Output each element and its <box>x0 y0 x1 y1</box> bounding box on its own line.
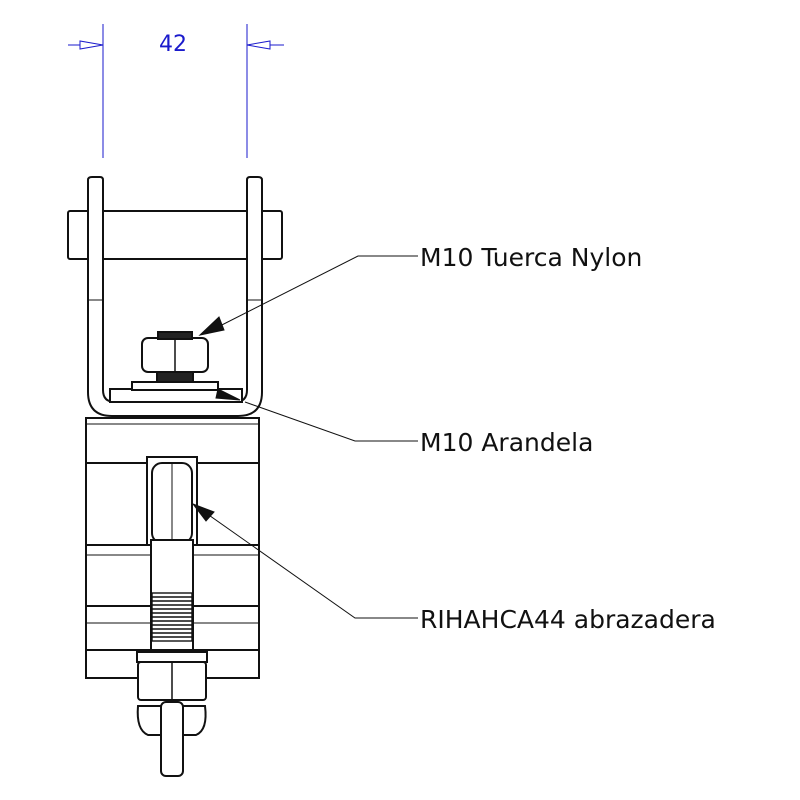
lower-washer <box>136 651 208 663</box>
washer-small <box>131 381 219 391</box>
leader-lines <box>191 255 418 619</box>
callout-nylon-nut: M10 Tuerca Nylon <box>420 243 643 272</box>
t-bolt-end <box>160 701 184 777</box>
callout-clamp: RIHAHCA44 abrazadera <box>420 605 716 634</box>
dimension-lines <box>68 24 284 158</box>
cross-bar <box>67 210 283 260</box>
u-bracket <box>87 176 263 417</box>
callout-washer: M10 Arandela <box>420 428 594 457</box>
dimension-value: 42 <box>159 32 187 57</box>
bolt-thread <box>151 592 193 642</box>
clamp-assembly <box>67 176 283 777</box>
